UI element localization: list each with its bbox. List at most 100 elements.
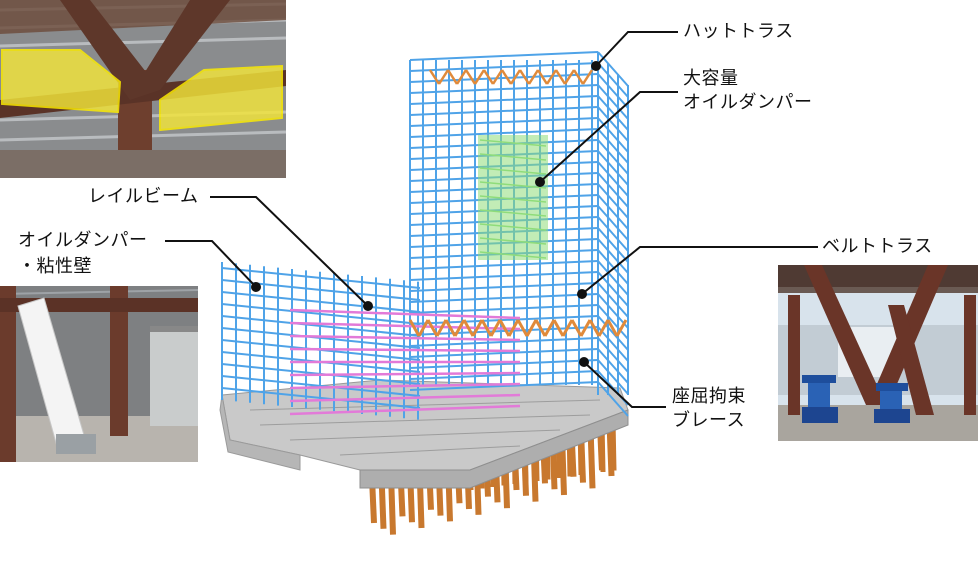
rail-beam (289, 393, 521, 403)
tower-side-floor (597, 304, 629, 340)
leader-dot-belt-truss (577, 289, 587, 299)
belt-truss-member (588, 319, 601, 337)
damper-core-line (479, 251, 547, 259)
belt-truss-member (606, 319, 619, 337)
hat-truss-member (572, 69, 585, 85)
tower-side-floor (597, 62, 629, 98)
photo-oil-damper-image (0, 286, 198, 462)
belt-truss-member (471, 319, 484, 337)
hat-truss-member (518, 69, 531, 85)
label-hat-truss: ハットトラス (683, 21, 794, 42)
leader-rail-beam (210, 196, 369, 307)
hat-truss-member (554, 69, 567, 85)
belt-truss-member (507, 319, 520, 337)
belt-truss-member (570, 319, 583, 337)
rail-beam-lines (289, 308, 521, 416)
hat-truss-member (491, 69, 504, 85)
tower-side-floor (597, 359, 629, 395)
tower-floor (409, 51, 599, 61)
belt-truss-member (516, 319, 529, 337)
belt-truss-member (543, 319, 556, 337)
hat-truss-member (500, 69, 513, 85)
damper-core-line (479, 223, 547, 231)
damper-core-line (479, 139, 547, 147)
tower-side-floor (597, 348, 629, 384)
hat-truss-member (527, 69, 540, 85)
belt-truss-member (462, 319, 475, 337)
leader-dot-hat-truss (591, 61, 601, 71)
damper-core-line (479, 181, 547, 189)
label-rail-beam: レイルビーム (88, 186, 199, 207)
hat-truss-member (437, 69, 450, 85)
hat-truss-member (563, 69, 576, 85)
rail-beam (289, 347, 521, 353)
tower-side-floor (597, 326, 629, 362)
rail-beam (289, 334, 521, 342)
tower-side-floor (597, 84, 629, 120)
hat-truss-member (473, 69, 486, 85)
hat-truss-member (455, 69, 468, 85)
truss-members (408, 69, 628, 337)
photo-buckling-brace (778, 265, 978, 441)
leader-buckling-brace (583, 361, 666, 408)
belt-truss-member (426, 319, 439, 337)
tower-side-floor (597, 194, 629, 230)
label-large-damper-2: オイルダンパー (683, 92, 813, 113)
belt-truss-member (525, 319, 538, 337)
photo-hat-truss-image (0, 0, 286, 178)
tower-side-floor (597, 150, 629, 186)
belt-truss-member (534, 319, 547, 337)
tower-side-floor (597, 337, 629, 373)
photo-hat-truss (0, 0, 286, 178)
hat-truss-member (428, 69, 441, 85)
belt-truss-member (498, 319, 511, 337)
belt-truss-member (480, 319, 493, 337)
belt-truss-member (489, 319, 502, 337)
belt-truss-member (552, 319, 565, 337)
hat-truss-member (536, 69, 549, 85)
hat-truss-member (581, 69, 594, 85)
leader-dot-rail-beam (363, 301, 373, 311)
label-large-damper-1: 大容量 (683, 68, 739, 89)
leader-belt-truss (581, 246, 818, 295)
belt-truss-member (417, 319, 430, 337)
hat-truss-member (446, 69, 459, 85)
hat-truss-member (464, 69, 477, 85)
damper-core-line (479, 237, 547, 245)
belt-truss-member (444, 319, 457, 337)
tower-side-floor (597, 73, 629, 109)
label-oil-damper-1: オイルダンパー (18, 230, 148, 251)
rail-beam (289, 404, 521, 416)
tower-side-floor (597, 161, 629, 197)
label-oil-damper-2: ・粘性壁 (18, 256, 92, 277)
photo-oil-damper (0, 286, 198, 462)
leader-oil-damper (165, 240, 257, 288)
belt-truss-member (597, 319, 610, 337)
tower-side-floor (597, 260, 629, 296)
damper-core-line (479, 209, 547, 217)
label-belt-truss: ベルトトラス (822, 236, 933, 257)
tower-side-floor (597, 183, 629, 219)
tower-side-floor (597, 227, 629, 263)
belt-truss-member (435, 319, 448, 337)
tower-side-floor (597, 106, 629, 142)
belt-truss-member (561, 319, 574, 337)
tower-side-floor (597, 216, 629, 252)
hat-truss-member (509, 69, 522, 85)
hat-truss-member (482, 69, 495, 85)
tower-side-floor (597, 315, 629, 351)
rail-beam (289, 371, 521, 377)
rail-beam (289, 308, 521, 320)
tower-side-floor (597, 128, 629, 164)
hat-truss-member (545, 69, 558, 85)
tower-side-floor (597, 95, 629, 131)
photo-buckling-brace-image (778, 265, 978, 441)
belt-truss-member (615, 319, 628, 337)
leader-dot-large-damper (535, 177, 545, 187)
rail-beam (289, 382, 521, 390)
belt-truss-member (408, 319, 421, 337)
leader-dot-oil-damper (251, 282, 261, 292)
tower-side-floor (597, 249, 629, 285)
